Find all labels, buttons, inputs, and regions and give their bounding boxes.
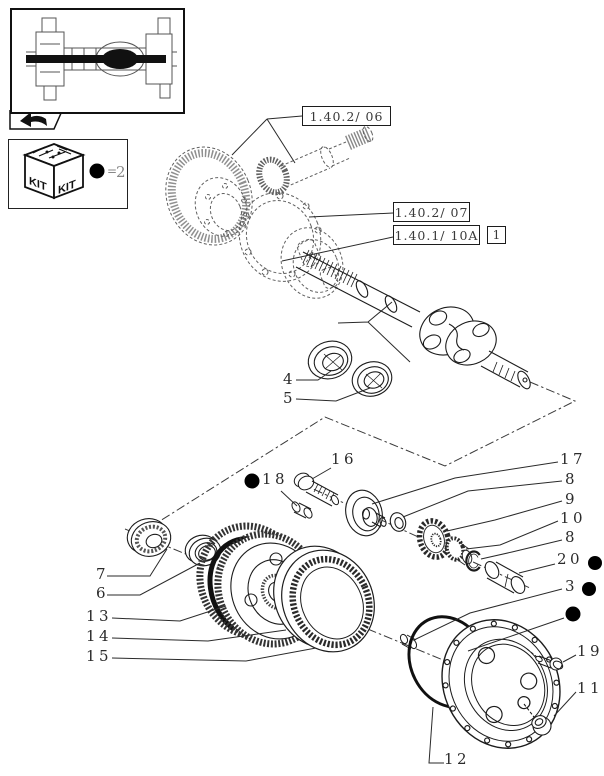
hub-cover [441, 619, 561, 749]
kit-dot-3 [582, 582, 596, 596]
part-label-14[interactable]: 14 [86, 627, 113, 645]
sheet-number-box: 1 [487, 226, 506, 244]
axle-overview-drawing [26, 17, 177, 101]
axle-overview-thumbnail[interactable] [10, 8, 185, 114]
kit-legend-equals: = [107, 164, 117, 178]
axle-shaft [295, 249, 421, 328]
part-label-7[interactable]: 7 [96, 565, 110, 583]
differential-housing-phantom [238, 192, 344, 299]
part-label-16[interactable]: 16 [331, 450, 358, 468]
nav-arrow-tab[interactable] [9, 110, 63, 130]
kit-legend-drawing: KIT KIT = 2 [22, 143, 125, 200]
pinion-shaft-phantom [256, 125, 374, 196]
part-label-4[interactable]: 4 [283, 370, 297, 388]
bearing-5 [351, 361, 393, 397]
bolt-19 [526, 648, 564, 671]
part-label-11[interactable]: 11 [577, 679, 604, 697]
ref-link-1-40-2-07[interactable]: 1.40.2/ 07 [393, 202, 470, 222]
part-label-8a[interactable]: 8 [565, 470, 579, 488]
part-label-20[interactable]: 20 [557, 550, 584, 568]
ref-link-1-40-2-06[interactable]: 1.40.2/ 06 [302, 106, 391, 126]
part-label-18[interactable]: 18 [262, 470, 289, 488]
leader-lines [107, 115, 577, 764]
ring-8b [465, 550, 481, 572]
part-label-12[interactable]: 12 [444, 750, 471, 768]
washer-8a [389, 512, 407, 532]
part-label-13[interactable]: 13 [86, 607, 113, 625]
universal-joint [419, 306, 531, 390]
kit-dots [244, 473, 602, 622]
kit-legend-dot [89, 163, 105, 179]
part-label-6[interactable]: 6 [96, 584, 110, 602]
kit-legend-value: 2 [116, 163, 125, 181]
bearing-7 [126, 518, 172, 557]
part-label-5[interactable]: 5 [283, 389, 297, 407]
kit-legend-box: KIT KIT = 2 [8, 139, 128, 209]
part-label-17[interactable]: 17 [560, 450, 587, 468]
bolt-16 [293, 472, 340, 507]
part-label-10[interactable]: 10 [560, 509, 587, 527]
ring-gear-15 [273, 545, 375, 653]
part-label-3[interactable]: 3 [565, 577, 579, 595]
plug-11 [523, 703, 552, 736]
washer-17 [345, 489, 387, 537]
kit-dot-hub [565, 606, 581, 622]
kit-cube-icon [22, 143, 86, 200]
back-arrow-icon [20, 112, 47, 127]
part-label-19[interactable]: 19 [577, 642, 604, 660]
crown-wheel-phantom [165, 146, 253, 246]
ref-link-1-40-1-10a[interactable]: 1.40.1/ 10A [393, 225, 480, 245]
gear-9 [416, 518, 452, 560]
part-label-8b[interactable]: 8 [565, 528, 579, 546]
part-label-15[interactable]: 15 [86, 647, 113, 665]
kit-dot-20 [588, 556, 602, 570]
bearing-4 [307, 340, 353, 380]
kit-dot-18 [244, 473, 260, 489]
pin-20 [484, 561, 526, 594]
part-label-9[interactable]: 9 [565, 490, 579, 508]
